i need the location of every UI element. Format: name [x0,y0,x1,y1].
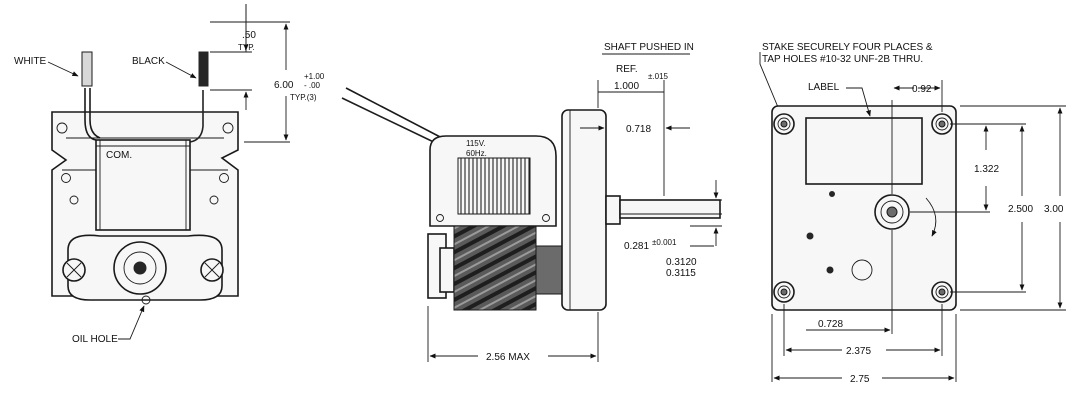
tapped-hole-icon [931,281,953,303]
rotation-arrow-icon [925,197,937,237]
shaft-dia-min: 0.3115 [666,268,696,279]
lead-tol-minus: - .00 [304,81,321,90]
dim-hole-horizontal: 2.375 [846,346,871,357]
tapped-hole-icon [773,113,795,135]
ref-label: REF. [616,64,638,75]
right-view: STAKE SECURELY FOUR PLACES & TAP HOLES #… [759,42,1066,385]
oil-hole-icon [141,295,151,305]
tapped-hole-icon [773,281,795,303]
dim-top-offset: 0.92 [912,84,932,95]
overall-length-dim: 2.56 MAX [486,352,530,363]
black-wire [198,51,209,87]
shaft-ref-dim: 1.000 [614,81,639,92]
white-wire [81,51,93,87]
dim-hole-vertical: 2.500 [1008,204,1033,215]
lead-tol-plus: +1.00 [304,72,325,81]
shaft-ref-tol: ±.015 [648,72,669,81]
shaft-note: SHAFT PUSHED IN [604,42,694,53]
coil-body [95,139,191,231]
label-text: LABEL [808,82,840,93]
rating-voltage: 115V. [466,139,486,148]
tapped-hole-icon [931,113,953,135]
frame-hole-icon [61,173,71,183]
dim-overall-horizontal: 2.75 [850,374,870,385]
coil-label: COM. [106,150,132,161]
dim-shaft-vertical: 1.322 [974,164,999,175]
frame-hole-icon [219,173,229,183]
dim-overall-vertical: 3.00 [1044,204,1064,215]
output-shaft [619,199,721,219]
flat-tol: ±0.001 [652,238,677,247]
flat-dim: 0.281 [624,241,649,252]
strip-dim-sub: TYP. [238,43,255,52]
lead-dim-sub: TYP.(3) [290,93,317,102]
white-wire-label: WHITE [14,56,47,67]
rating-frequency: 60Hz. [466,149,487,158]
frame-hole-icon [56,122,68,134]
frame-hole-icon [69,195,79,205]
stator-laminations [457,157,531,215]
stake-note-line1: STAKE SECURELY FOUR PLACES & [762,42,933,53]
lead-dim: 6.00 [274,80,294,91]
black-wire-label: BLACK [132,56,165,67]
shaft-length-dim: 0.718 [626,124,651,135]
dim-shaft-horizontal: 0.728 [818,319,843,330]
shaft-end-icon [133,261,147,275]
frame-hole-icon [222,122,234,134]
label-area [805,117,923,185]
gearbox [561,109,607,311]
frame-hole-icon [209,195,219,205]
strip-dim: .50 [242,30,256,41]
oil-hole-label: OIL HOLE [72,334,118,345]
stake-note-line2: TAP HOLES #10-32 UNF-2B THRU. [762,54,923,65]
left-view: COM. WHITE BLACK OIL HOLE .50 TYP. 6 [14,4,325,345]
shaft-dia-max: 0.3120 [666,257,697,268]
rotor [453,225,537,311]
middle-view: 115V. 60Hz. SHAFT PUSHED IN REF. 1.000 ±… [341,42,722,363]
